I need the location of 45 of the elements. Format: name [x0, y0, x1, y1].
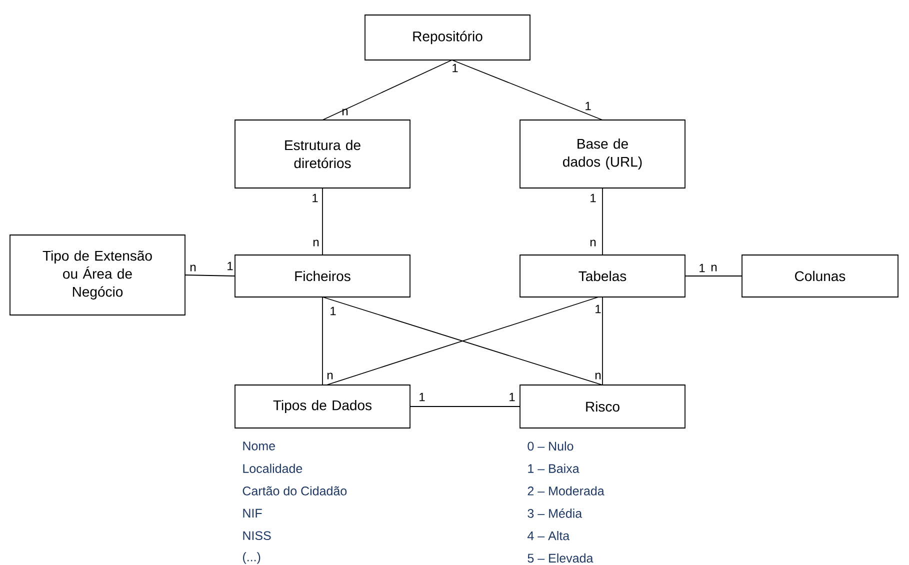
- entity-box: Base de dados (URL): [520, 120, 686, 188]
- connector-line: [602, 188, 603, 256]
- cardinality-label: 1: [420, 392, 425, 402]
- entity-box: Ficheiros: [234, 254, 410, 298]
- list-item: NIF: [243, 508, 262, 518]
- list-item: 1 – Baixa: [528, 464, 580, 473]
- cardinality-label: n: [327, 372, 333, 380]
- list-item: 3 – Média: [528, 508, 582, 518]
- list-item: Localidade: [243, 464, 302, 473]
- connector-line: [602, 296, 603, 386]
- cardinality-label: 1: [228, 262, 233, 270]
- entity-box: Tipos de Dados: [234, 384, 410, 428]
- cardinality-label: n: [190, 264, 196, 272]
- list-item: 0 – Nulo: [528, 441, 574, 451]
- list-item: (...): [242, 552, 260, 564]
- entity-box: Tabelas: [520, 254, 686, 298]
- entity-box: Estrutura de diretórios: [234, 120, 410, 188]
- cardinality-label: 1: [452, 64, 458, 72]
- entity-box: Colunas: [742, 254, 898, 298]
- cardinality-label: n: [595, 372, 601, 380]
- connector-line: [322, 188, 323, 256]
- connector-line: [184, 274, 236, 276]
- cardinality-label: 1: [590, 194, 596, 202]
- connector-line: [322, 60, 452, 120]
- list-item: Nome: [243, 442, 275, 450]
- entity-box: Tipo de Extensão ou Área de Negócio: [10, 234, 186, 316]
- list-item: 2 – Moderada: [528, 486, 604, 496]
- cardinality-label: n: [711, 264, 717, 272]
- cardinality-label: 1: [510, 392, 515, 402]
- cardinality-label: 1: [312, 194, 318, 202]
- entity-box: Repositório: [364, 14, 530, 60]
- list-item: 5 – Elevada: [528, 553, 594, 563]
- connector-line: [410, 406, 520, 407]
- connector-line: [452, 60, 603, 120]
- list-item: Cartão do Cidadão: [242, 486, 347, 496]
- cardinality-label: 1: [330, 306, 336, 316]
- cardinality-label: n: [313, 240, 319, 246]
- connector-line: [322, 296, 323, 386]
- entity-box: Risco: [520, 384, 686, 428]
- cardinality-label: 1: [586, 102, 591, 110]
- list-item: 4 – Alta: [528, 531, 570, 540]
- cardinality-label: 1: [596, 304, 601, 314]
- cardinality-label: n: [590, 240, 596, 246]
- list-item: NISS: [243, 531, 271, 540]
- cardinality-label: 1: [700, 264, 705, 272]
